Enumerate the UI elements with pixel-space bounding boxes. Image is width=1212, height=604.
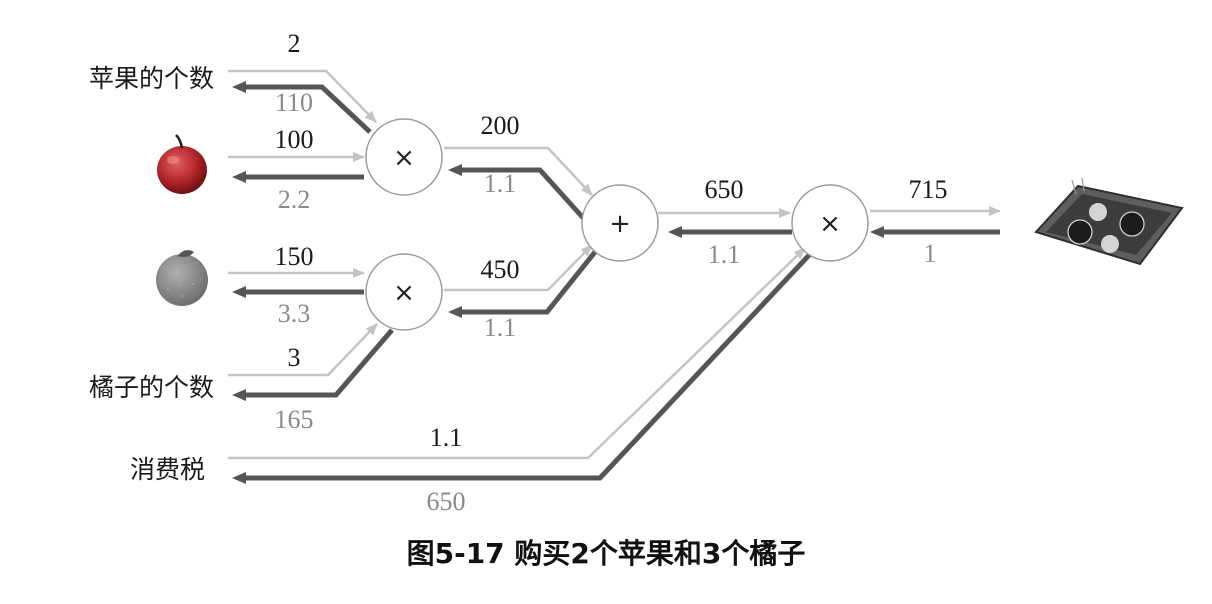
forward-value-orange-count: 3 [288,343,301,372]
backward-edge-tax [244,252,812,478]
forward-lines [228,71,1000,458]
forward-value-orange-price: 150 [275,242,314,271]
node-add: + [582,185,658,261]
backward-edge-orange-count [244,330,392,395]
backward-value-apple-total: 1.1 [484,169,517,198]
backward-edge-apple-total [460,170,585,220]
node-mul-apple-op: × [393,143,415,173]
figure-caption: 图5-17 购买2个苹果和3个橘子 [407,537,806,570]
backward-value-sum: 1.1 [708,240,741,269]
backward-value-apple-price: 2.2 [278,185,311,214]
forward-value-apple-count: 2 [288,29,301,58]
node-mul-orange-op: × [393,278,415,308]
forward-value-orange-total: 450 [481,255,520,284]
backward-value-tax: 650 [427,487,466,516]
forward-value-apple-total: 200 [481,111,520,140]
node-mul-tax: × [792,185,868,261]
input-apple-count-label: 苹果的个数 [89,64,214,93]
node-mul-tax-op: × [819,209,841,239]
backward-value-final: 1 [924,239,937,268]
input-orange-count-label: 橘子的个数 [89,373,214,402]
backward-lines [244,87,1000,478]
orange-icon [156,250,208,306]
forward-value-sum: 650 [705,175,744,204]
backward-value-orange-price: 3.3 [278,299,311,328]
backward-value-apple-count: 110 [275,88,313,117]
backward-value-orange-count: 165 [275,405,314,434]
forward-value-tax: 1.1 [430,423,463,452]
node-mul-apple: × [366,119,442,195]
forward-value-apple-price: 100 [275,125,314,154]
node-add-op: + [609,209,631,239]
node-mul-orange: × [366,254,442,330]
wallet-icon [1036,178,1182,264]
backward-value-orange-total: 1.1 [484,313,517,342]
forward-edge-orange-count [228,324,377,375]
forward-value-final: 715 [909,175,948,204]
apple-icon [157,135,207,194]
input-tax-label: 消费税 [130,455,205,484]
